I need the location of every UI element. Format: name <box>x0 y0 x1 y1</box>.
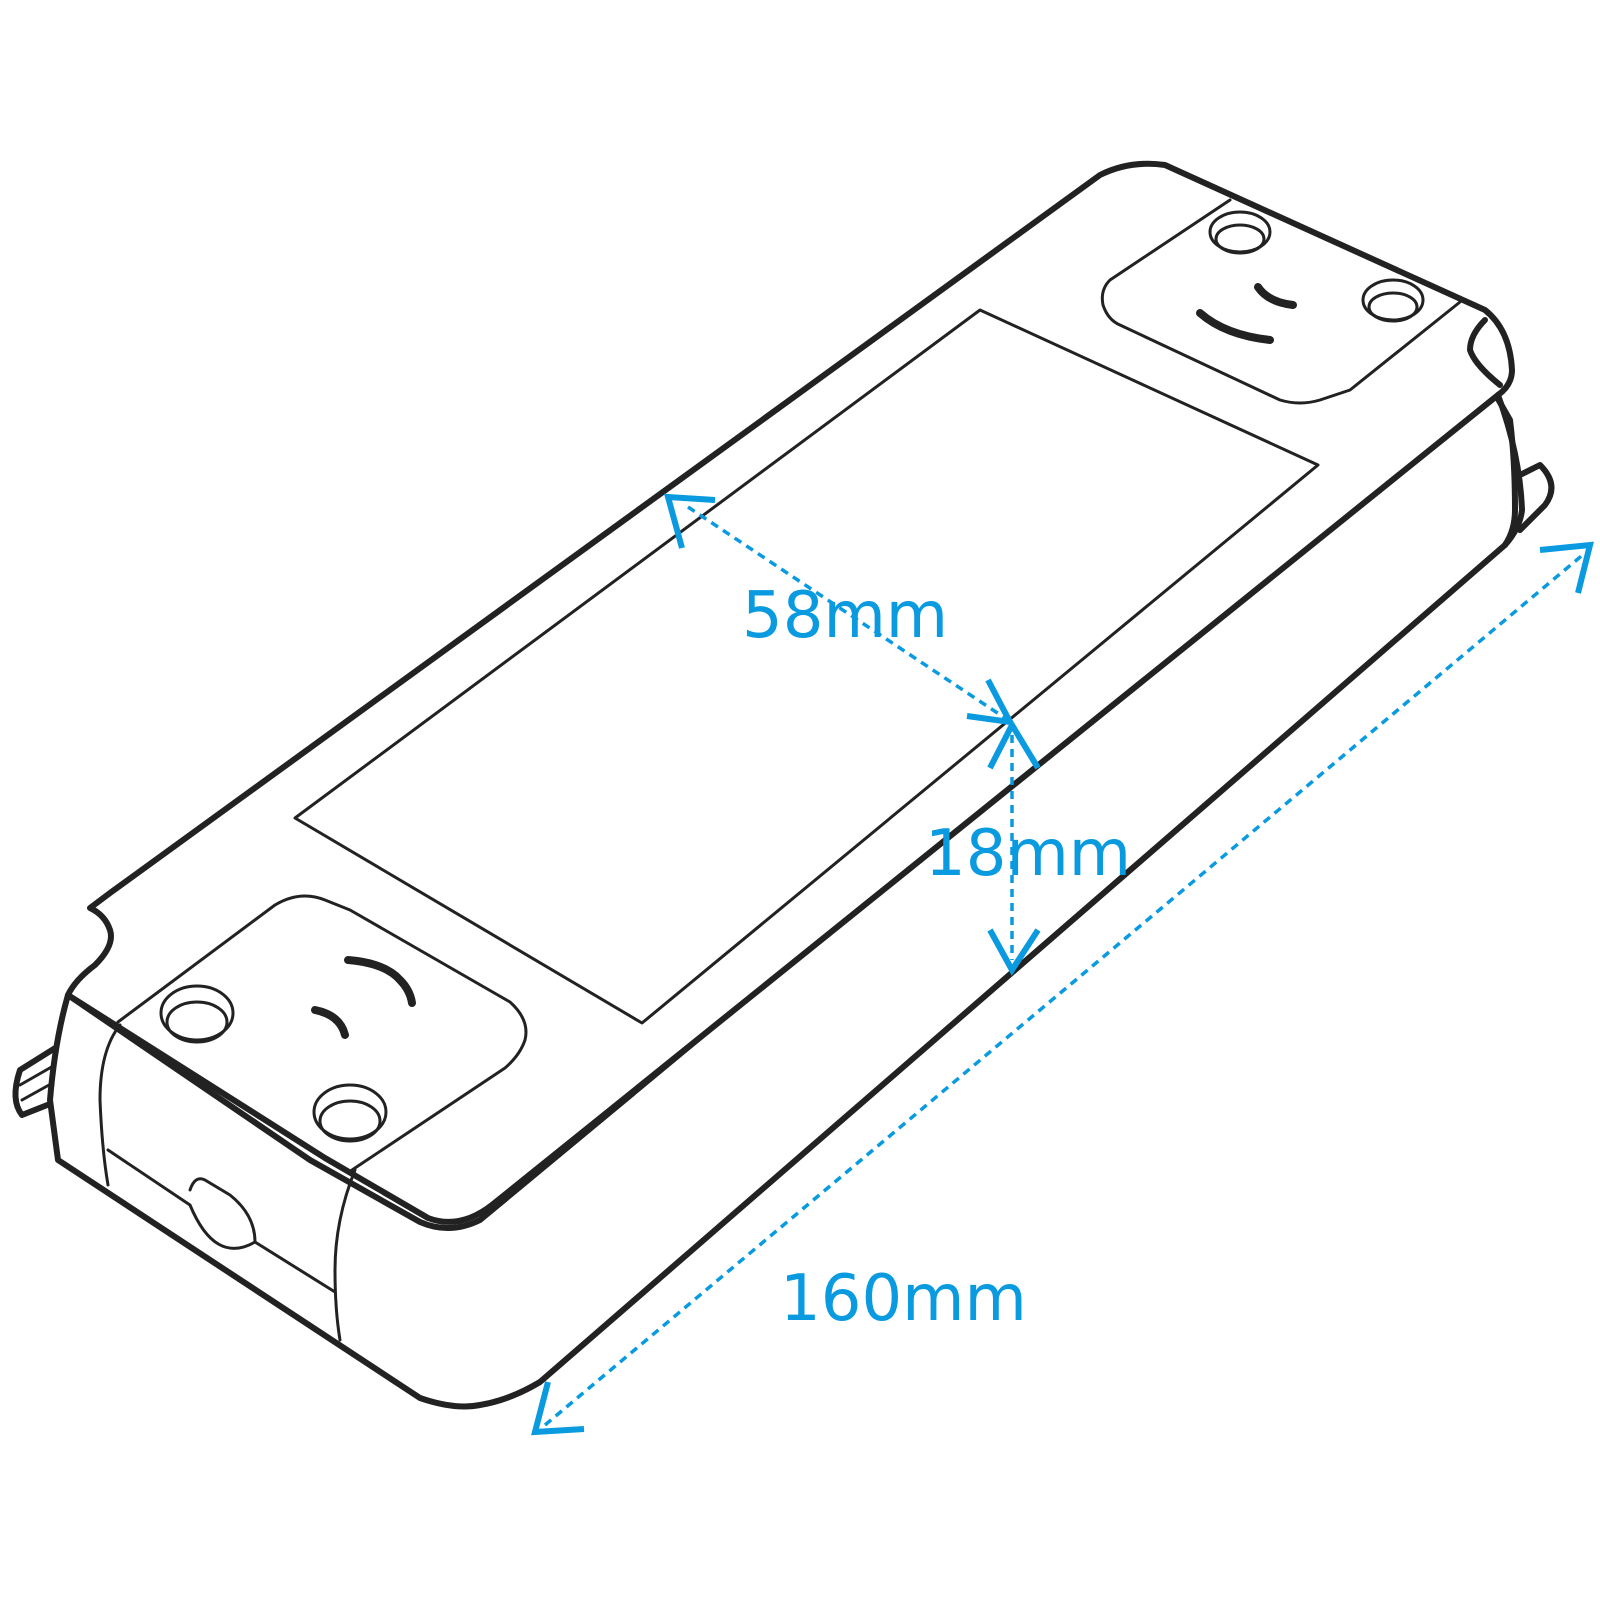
height-label: 18mm <box>925 817 1131 891</box>
terminal-slot-icon <box>344 956 416 1007</box>
screw-hole-icon <box>312 1083 388 1141</box>
terminal-slot-icon <box>1196 309 1274 344</box>
width-dimension: 58mm <box>663 493 1016 726</box>
length-dimension: 160mm <box>531 541 1594 1436</box>
length-label: 160mm <box>780 1262 1027 1336</box>
left-end-face <box>98 1023 122 1187</box>
device-housing <box>12 160 1555 1410</box>
height-dimension: 18mm <box>925 718 1131 976</box>
terminal-slot-icon <box>311 1006 349 1039</box>
label-area <box>293 308 1320 1025</box>
width-label: 58mm <box>742 579 948 653</box>
top-face <box>65 160 1515 1225</box>
dimension-annotations: 58mm 18mm 160mm <box>531 493 1594 1436</box>
screw-hole-icon <box>159 984 235 1042</box>
terminal-slot-icon <box>1254 283 1297 309</box>
left-terminal-cover <box>116 894 528 1172</box>
right-terminal-cover <box>1100 198 1462 405</box>
